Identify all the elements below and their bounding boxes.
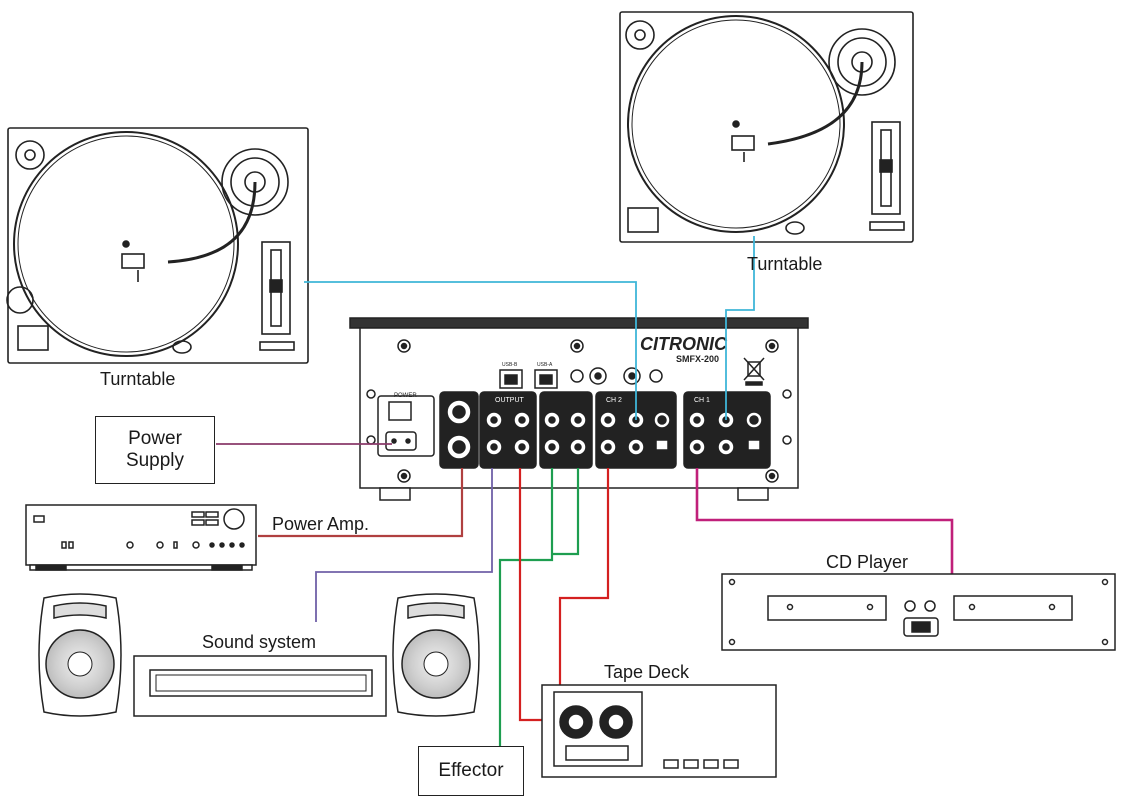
turntable-left-label: Turntable <box>100 369 176 389</box>
mixer-power-label: POWER <box>394 393 417 399</box>
cd-player-label: CD Player <box>826 552 909 572</box>
mixer-brand: CITRONIC <box>640 334 728 354</box>
effector-label: Effector <box>438 760 504 782</box>
power-supply: Power Supply <box>95 416 215 484</box>
cable-effector-1 <box>498 468 554 746</box>
power-supply-label-line2: Supply <box>125 450 185 471</box>
cable-turntable-left-to-ch2 <box>304 281 637 420</box>
tape-deck-label: Tape Deck <box>604 662 690 682</box>
cable-tape-deck-1 <box>518 468 548 722</box>
mixer-output-label: OUTPUT <box>495 397 525 404</box>
speaker-right <box>392 593 480 717</box>
cable-effector-2 <box>552 468 580 556</box>
power-supply-label-line1: Power <box>128 428 182 450</box>
mixer-usb-a-label: USB-A <box>537 362 553 368</box>
cable-tape-deck-2 <box>558 468 610 685</box>
turntable-right <box>619 11 914 243</box>
cable-cd-player <box>695 468 954 574</box>
mixer-ch1-label: CH 1 <box>694 397 710 404</box>
sound-system-amp <box>133 655 387 717</box>
mixer-model: SMFX-200 <box>676 354 719 364</box>
tape-deck <box>541 684 777 778</box>
power-amp <box>25 504 257 571</box>
power-amp-label: Power Amp. <box>272 514 370 534</box>
weee-bin-icon <box>743 357 765 386</box>
turntable-left <box>6 127 309 364</box>
cd-player <box>721 573 1116 651</box>
speaker-left <box>38 593 122 717</box>
mixer-rear-panel <box>349 317 809 501</box>
cable-power-amp <box>258 468 464 538</box>
effector: Effector <box>418 746 524 796</box>
mixer-ch2-label: CH 2 <box>606 397 622 404</box>
cable-sound-system <box>315 468 493 622</box>
mixer-usb-b-label: USB-B <box>502 362 518 368</box>
cable-turntable-right-to-ch1 <box>725 236 755 420</box>
sound-system-label: Sound system <box>202 632 317 652</box>
turntable-right-label: Turntable <box>747 254 823 274</box>
